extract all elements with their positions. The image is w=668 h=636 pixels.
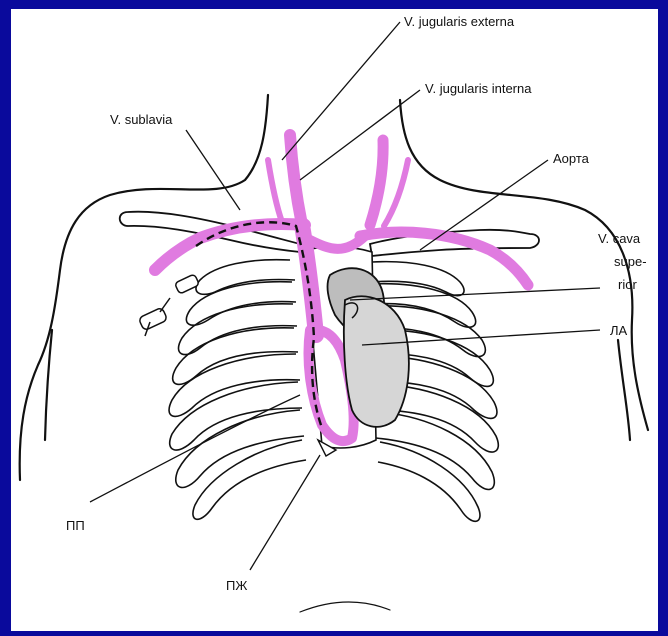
label-sublavia: V. sublavia — [110, 112, 173, 127]
anatomy-diagram: V. jugularis externa V. jugularis intern… — [11, 9, 658, 631]
catheter-hub — [138, 274, 199, 336]
label-pzh: ПЖ — [226, 578, 247, 593]
label-la: ЛА — [610, 323, 628, 338]
brachiocephalic-join — [310, 236, 365, 249]
ribs-left — [169, 260, 306, 520]
label-jugularis-externa: V. jugularis externa — [404, 14, 515, 29]
label-aorta: Аорта — [553, 151, 590, 166]
external-jugular-vein — [268, 160, 282, 222]
right-ext-jugular — [384, 160, 408, 226]
illustration-panel: V. jugularis externa V. jugularis intern… — [11, 9, 658, 631]
label-cava-3: rior — [618, 277, 637, 292]
label-cava-2: supe- — [614, 254, 647, 269]
right-jugular — [370, 140, 383, 225]
label-cava-1: V. cava — [598, 231, 641, 246]
label-jugularis-interna: V. jugularis interna — [425, 81, 532, 96]
label-pp: ПП — [66, 518, 85, 533]
catheter-line — [196, 222, 322, 428]
